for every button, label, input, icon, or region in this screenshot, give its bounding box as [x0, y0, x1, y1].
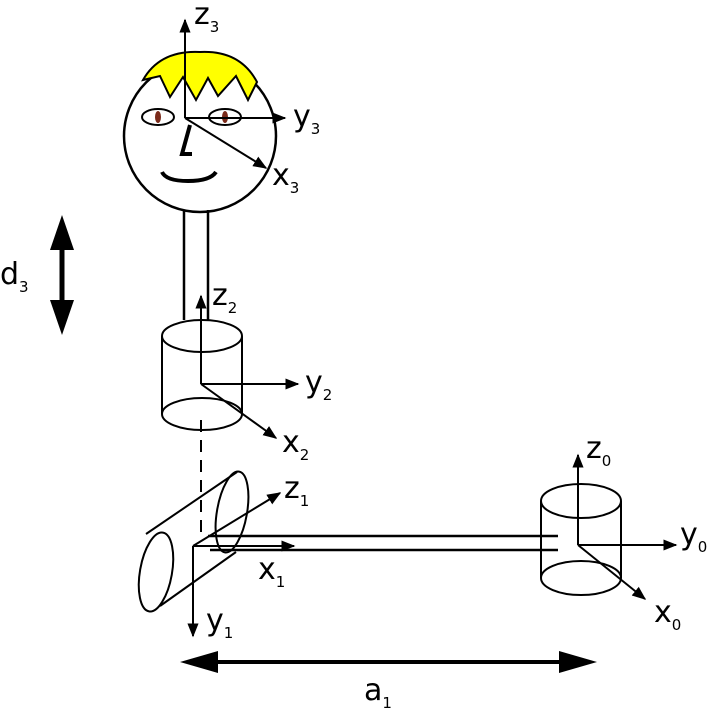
a1-label: a1	[364, 673, 392, 712]
y1-label: y1	[206, 603, 233, 642]
a1-double-arrow	[180, 651, 597, 673]
x1-label: x1	[258, 552, 285, 591]
d3-label: d3	[0, 257, 29, 296]
head	[122, 50, 278, 214]
z2-label: z2	[212, 278, 237, 317]
z0-label: z0	[586, 431, 611, 470]
joint1-cylinder	[137, 470, 250, 613]
arm-link	[208, 534, 558, 552]
y0-label: y0	[680, 517, 707, 556]
mouth	[160, 170, 218, 184]
z1-axis	[192, 492, 282, 547]
x0-label: x0	[654, 595, 681, 634]
left-pupil	[155, 111, 161, 123]
x2-label: x2	[282, 425, 309, 464]
x3-label: x3	[272, 158, 299, 197]
x2-axis	[200, 383, 278, 439]
z3-label: z3	[194, 0, 219, 36]
d3-double-arrow	[50, 215, 74, 335]
z1-label: z1	[284, 471, 309, 510]
y2-label: y2	[305, 365, 332, 404]
nose	[179, 124, 192, 156]
x0-axis	[577, 544, 647, 600]
y3-label: y3	[293, 99, 320, 138]
x3-axis	[184, 117, 268, 169]
joint0-cylinder	[540, 483, 622, 596]
hair	[141, 50, 259, 103]
neck-rod	[182, 210, 210, 320]
